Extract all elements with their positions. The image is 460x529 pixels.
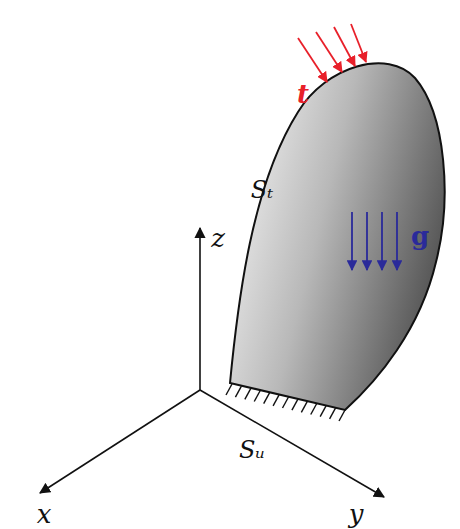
hatch-stroke: [330, 408, 336, 419]
traction-arrow: [351, 24, 366, 62]
boundary-label: Sₜ: [251, 178, 273, 202]
gravity-symbol: g: [411, 223, 429, 249]
hatch-stroke: [320, 406, 326, 417]
gravity-arrow: [396, 212, 398, 270]
hatch-stroke: [339, 410, 345, 421]
hatch-stroke: [273, 395, 279, 406]
gravity-arrow: [351, 212, 353, 270]
traction-symbol: t: [297, 81, 309, 107]
y-axis: [200, 390, 384, 497]
traction-arrows: [298, 24, 366, 82]
hatch-stroke: [292, 399, 298, 410]
gravity-arrows: [352, 212, 397, 270]
hatch-stroke: [226, 384, 232, 395]
gravity-arrow: [366, 212, 368, 270]
boundary-label: Sᵤ: [239, 438, 265, 462]
traction-arrow: [334, 27, 355, 66]
hatch-stroke: [254, 391, 260, 402]
solid-body: [230, 63, 445, 410]
x-axis: [40, 390, 200, 493]
hatch-stroke: [301, 401, 307, 412]
fixed-support-hatching: [226, 384, 345, 421]
hatch-stroke: [235, 386, 241, 397]
traction-arrow: [298, 38, 327, 82]
axis-label: x: [37, 501, 52, 527]
traction-arrow: [316, 32, 342, 72]
hatch-stroke: [245, 388, 251, 399]
axis-label: y: [349, 501, 364, 527]
z-axis: [199, 228, 201, 390]
gravity-arrow: [381, 212, 383, 270]
hatch-stroke: [283, 397, 289, 408]
hatch-stroke: [311, 404, 317, 415]
hatch-stroke: [264, 393, 270, 404]
axis-label: z: [211, 225, 225, 251]
